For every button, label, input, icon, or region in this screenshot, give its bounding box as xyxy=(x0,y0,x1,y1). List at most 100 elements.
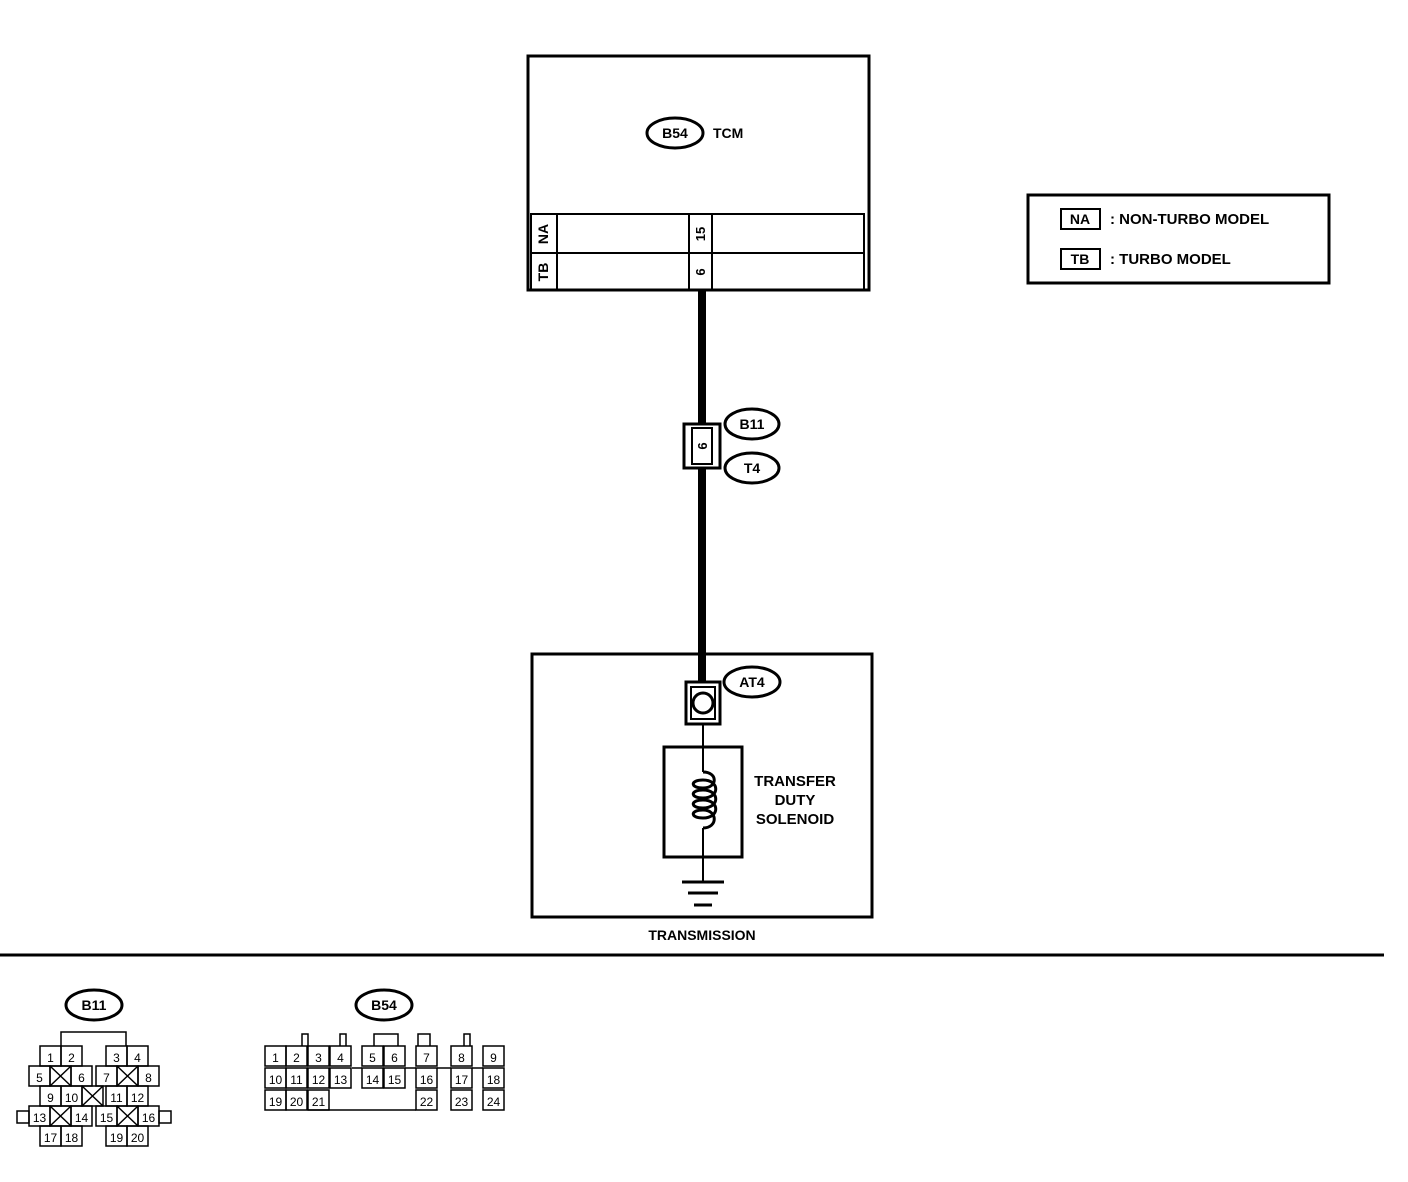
connector-outline xyxy=(308,1067,483,1111)
pin-label: 14 xyxy=(75,1111,89,1125)
pin-label: 9 xyxy=(490,1051,497,1065)
joint-connector-upper-id: B11 xyxy=(740,416,765,432)
connector-b54-title: B54 xyxy=(371,997,397,1013)
pin-label: 14 xyxy=(366,1073,380,1087)
tcm-row-model-tag: NA xyxy=(535,224,551,244)
joint-pin-number: 6 xyxy=(695,442,710,449)
pin-label: 20 xyxy=(290,1095,304,1109)
legend-tag: TB xyxy=(1071,251,1090,267)
pin-label: 4 xyxy=(337,1051,344,1065)
solenoid-label-line: TRANSFER xyxy=(754,773,836,790)
pin-cell xyxy=(285,1089,308,1111)
solenoid-label-line: SOLENOID xyxy=(756,811,835,828)
unused-cavity-mark xyxy=(116,1065,139,1087)
pin-label: 12 xyxy=(131,1091,145,1105)
pin-label: 18 xyxy=(65,1131,79,1145)
pin-label: 5 xyxy=(36,1071,43,1085)
pin-label: 1 xyxy=(47,1051,54,1065)
pin-label: 16 xyxy=(142,1111,156,1125)
pin-cell xyxy=(450,1067,473,1089)
solenoid-coil-icon xyxy=(691,770,718,830)
tcm-label: TCM xyxy=(713,125,743,141)
tcm-pin-number: 6 xyxy=(693,268,708,275)
unused-cavity-mark xyxy=(116,1105,139,1127)
pin-cell xyxy=(285,1045,308,1067)
pin-cell xyxy=(415,1067,438,1089)
pin-label: 12 xyxy=(312,1073,326,1087)
unused-cavity-mark xyxy=(49,1105,72,1127)
pin-cell xyxy=(383,1067,406,1089)
pin-cell xyxy=(60,1125,83,1147)
legend-text: : TURBO MODEL xyxy=(1110,251,1231,268)
pin-label: 9 xyxy=(47,1091,54,1105)
tcm-connector-id: B54 xyxy=(662,125,688,141)
pin-label: 7 xyxy=(423,1051,430,1065)
pin-cell xyxy=(450,1045,473,1067)
model-legend: NA : NON-TURBO MODEL TB : TURBO MODEL xyxy=(1026,193,1331,285)
tcm-connector-badge xyxy=(645,116,705,150)
pin-label: 8 xyxy=(145,1071,152,1085)
unused-cavity-mark xyxy=(49,1065,72,1087)
pin-cell xyxy=(415,1045,438,1067)
pin-label: 15 xyxy=(100,1111,114,1125)
pin-label: 3 xyxy=(113,1051,120,1065)
pin-cell xyxy=(285,1067,308,1089)
pin-label: 16 xyxy=(420,1073,434,1087)
pin-cell xyxy=(450,1089,473,1111)
pin-cell xyxy=(415,1089,438,1111)
pin-label: 13 xyxy=(33,1111,47,1125)
pin-label: 15 xyxy=(388,1073,402,1087)
pin-label: 1 xyxy=(272,1051,279,1065)
unused-cavity-mark xyxy=(81,1085,104,1107)
pin-cell xyxy=(126,1125,149,1147)
pin-label: 20 xyxy=(131,1131,145,1145)
pin-cell xyxy=(307,1045,330,1067)
pin-label: 23 xyxy=(455,1095,469,1109)
joint-connector-lower-id: T4 xyxy=(744,460,761,476)
solenoid-label-line: DUTY xyxy=(775,792,816,809)
pin-cell xyxy=(329,1067,352,1089)
pin-label: 18 xyxy=(487,1073,501,1087)
pin-label: 19 xyxy=(110,1131,124,1145)
ground-icon xyxy=(682,880,724,907)
tcm-unit: B54 TCM NA TB 15 6 xyxy=(526,54,871,292)
pin-label: 5 xyxy=(369,1051,376,1065)
joint-connector: 6 B11 T4 xyxy=(682,407,781,485)
pin-label: 11 xyxy=(110,1091,123,1105)
pin-label: 24 xyxy=(487,1095,501,1109)
legend-tag: NA xyxy=(1070,211,1090,227)
pin-cell xyxy=(329,1045,352,1067)
pin-label: 10 xyxy=(269,1073,283,1087)
lock-tabs xyxy=(301,1033,471,1046)
connector-b11-title: B11 xyxy=(82,997,107,1013)
pin-cell xyxy=(482,1045,505,1067)
lock-tab xyxy=(60,1031,127,1046)
tcm-pin-number: 15 xyxy=(693,227,708,241)
pin-label: 6 xyxy=(78,1071,85,1085)
at4-connector-id: AT4 xyxy=(739,674,765,690)
transmission-label: TRANSMISSION xyxy=(648,927,755,943)
transmission-unit: AT4 TRANSFER DUTY SOLENOID TRANSMISSION xyxy=(530,652,874,943)
pin-label: 22 xyxy=(420,1095,434,1109)
pin-cell xyxy=(307,1067,330,1089)
pin-cell xyxy=(361,1067,384,1089)
side-tab xyxy=(158,1110,172,1124)
pin-label: 2 xyxy=(293,1051,300,1065)
pin-label: 4 xyxy=(134,1051,141,1065)
pin-label: 17 xyxy=(455,1073,469,1087)
pin-label: 13 xyxy=(334,1073,348,1087)
pin-cell xyxy=(361,1045,384,1067)
tcm-row-model-tag: TB xyxy=(535,263,551,282)
pin-label: 21 xyxy=(312,1095,326,1109)
legend-text: : NON-TURBO MODEL xyxy=(1110,211,1269,228)
pin-label: 6 xyxy=(391,1051,398,1065)
pin-label: 2 xyxy=(68,1051,75,1065)
pin-label: 7 xyxy=(103,1071,110,1085)
pin-label: 11 xyxy=(290,1073,303,1087)
pin-label: 17 xyxy=(44,1131,58,1145)
pin-label: 10 xyxy=(65,1091,79,1105)
pin-label: 3 xyxy=(315,1051,322,1065)
pin-cell xyxy=(482,1067,505,1089)
